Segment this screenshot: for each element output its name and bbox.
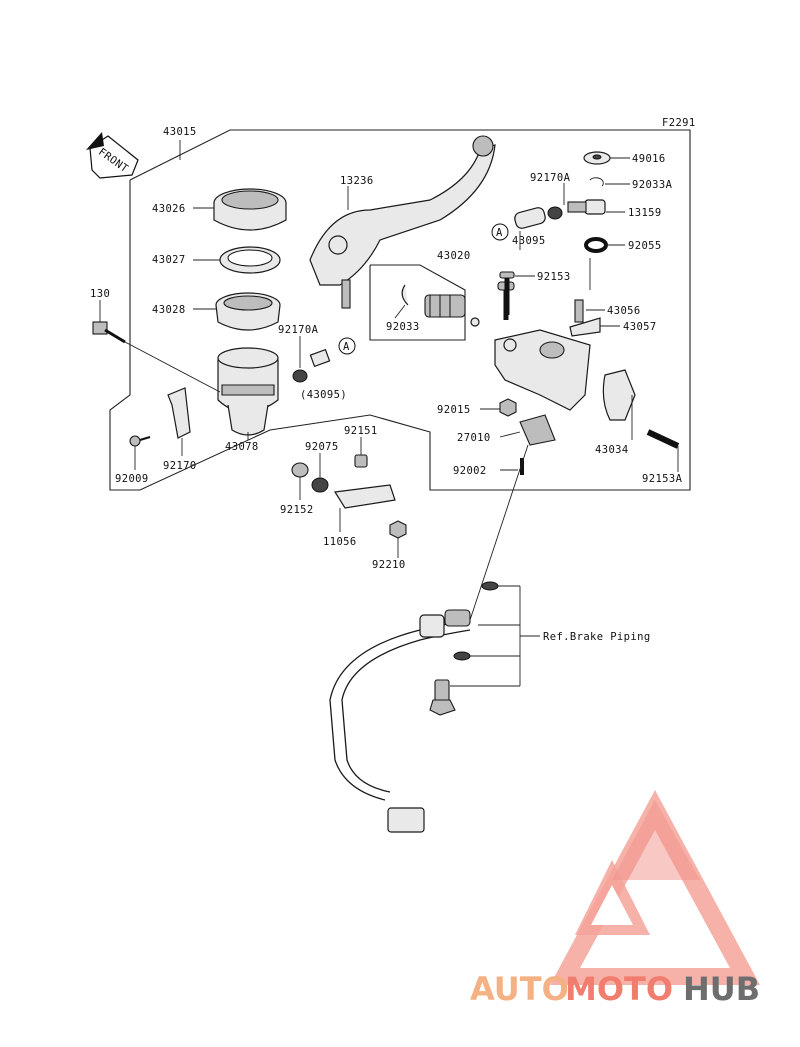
label-92170: 92170 [163,460,197,472]
holder-43034 [602,369,636,421]
logo-text-moto: MOTO [565,970,673,1008]
callout-a-left-label: A [343,341,350,353]
circlip-92033a [589,177,604,187]
label-43095: 43095 [512,235,546,247]
label-43078: 43078 [225,441,259,453]
automotohub-logo: AUTO MOTO HUB [470,790,760,1008]
nut-92210 [389,520,407,539]
bolt-92153a [646,429,680,449]
label-92170a-right: 92170A [530,172,571,184]
label-43027: 43027 [152,254,186,266]
label-27010: 27010 [457,432,491,444]
screw-92009 [129,435,151,447]
label-43034: 43034 [595,444,629,456]
brake-lever [309,135,496,309]
hose-43095-right [514,206,563,229]
cap-49016 [583,151,611,165]
callout-a-left: A [338,337,356,355]
logo-text-auto: AUTO [470,970,569,1008]
clamp-92170a [292,369,308,383]
piston-assembly [401,284,480,327]
label-92210: 92210 [372,559,406,571]
bolt-92153 [499,271,515,315]
reservoir-plate [219,246,281,274]
collar-92152 [291,462,309,478]
callout-a-right-label: A [496,227,503,239]
bracket-43057 [569,317,601,337]
bracket-92170 [167,387,191,439]
label-43020: 43020 [437,250,471,262]
label-92075: 92075 [305,441,339,453]
leader-lines [99,140,679,687]
label-92152: 92152 [280,504,314,516]
bolt-130 [92,321,126,344]
reservoir-diaphragm [215,292,281,331]
hose-43095-left [309,348,331,368]
label-92151: 92151 [344,425,378,437]
brake-hose [329,581,499,833]
switch-27010 [519,414,556,446]
label-11056: 11056 [323,536,357,548]
callout-a-right: A [491,223,509,241]
label-43095-paren: (43095) [300,389,347,401]
grommet-92075 [311,477,329,493]
label-92153: 92153 [537,271,571,283]
bolt-92151 [354,454,368,468]
label-92153a: 92153A [642,473,683,485]
label-43015: 43015 [163,126,197,138]
label-43028: 43028 [152,304,186,316]
part-labels: 43015 43026 43027 43028 130 92170A (4309… [90,126,683,643]
label-43057: 43057 [623,321,657,333]
reservoir-cap [213,188,287,231]
label-92170a-left: 92170A [278,324,319,336]
label-92033: 92033 [386,321,420,333]
oring-92055 [584,237,608,253]
logo-text-hub: HUB [683,970,760,1008]
label-92015: 92015 [437,404,471,416]
label-13159: 13159 [628,207,662,219]
label-92055: 92055 [628,240,662,252]
label-92009: 92009 [115,473,149,485]
label-43026: 43026 [152,203,186,215]
diagram-code: F2291 [662,117,696,129]
label-130: 130 [90,288,110,300]
ref-brake-piping-note: Ref.Brake Piping [543,631,651,643]
nut-92015 [499,398,517,417]
fitting-13159 [567,199,606,215]
bleeder-43056 [574,299,584,323]
front-arrow: FRONT [86,132,139,179]
label-13236: 13236 [340,175,374,187]
reservoir-body [217,347,279,436]
label-92002: 92002 [453,465,487,477]
label-92033a: 92033A [632,179,673,191]
label-43056: 43056 [607,305,641,317]
label-49016: 49016 [632,153,666,165]
bracket-11056 [333,484,396,509]
